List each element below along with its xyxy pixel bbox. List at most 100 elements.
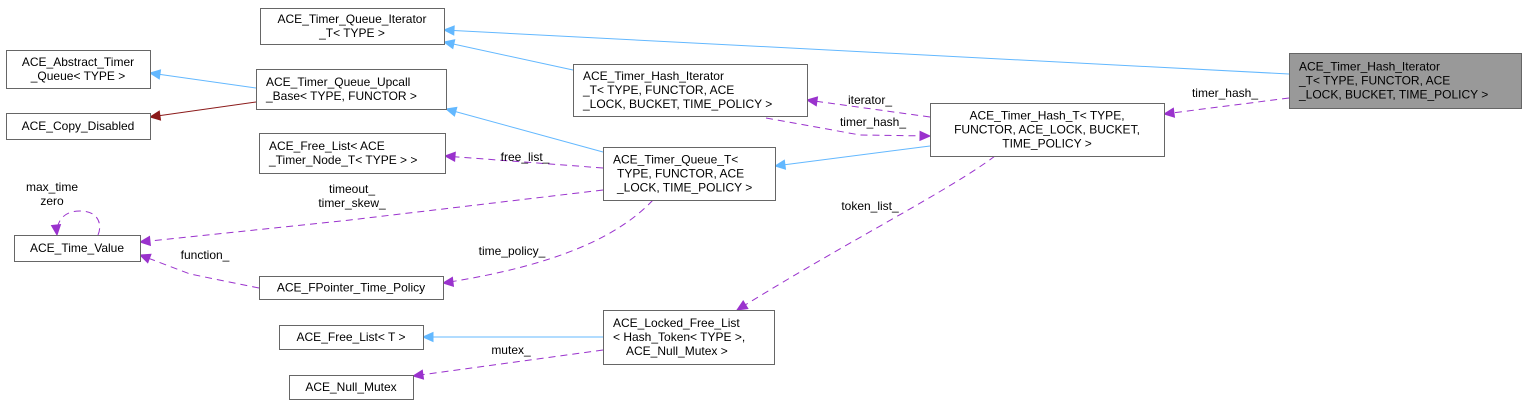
class-node-box [573, 64, 808, 117]
arrowhead-icon [411, 369, 425, 380]
edge-line [444, 155, 604, 169]
class-node-lfl[interactable]: ACE_Locked_Free_List< Hash_Token< TYPE >… [603, 310, 775, 365]
edge-line [149, 72, 257, 89]
edge-tv-to-tv [50, 210, 101, 237]
edge-line [1163, 97, 1290, 115]
class-node-fl-t[interactable]: ACE_Free_List< T > [279, 325, 424, 350]
edge-thi-inner-to-th [765, 117, 932, 142]
edge-label: timer_hash_ [840, 115, 906, 129]
class-node-label: ACE_Null_Mutex > [626, 344, 728, 358]
class-node-thi-main[interactable]: ACE_Timer_Hash_Iterator_T< TYPE, FUNCTOR… [1289, 53, 1522, 109]
class-node-label: ACE_Free_List< T > [297, 330, 406, 344]
class-node-label: TYPE, FUNCTOR, ACE [617, 167, 744, 181]
class-node-box [14, 235, 141, 262]
edge-tqub-to-cd [148, 101, 257, 121]
class-node-box [6, 113, 151, 140]
class-node-cd[interactable]: ACE_Copy_Disabled [6, 113, 151, 140]
class-node-label: _T< TYPE, FUNCTOR, ACE [1298, 74, 1450, 88]
edge-label: timer_hash_ [1192, 86, 1258, 100]
class-node-label: _LOCK, BUCKET, TIME_POLICY > [582, 97, 772, 111]
edge-line [149, 101, 257, 118]
class-node-box [289, 375, 414, 400]
arrowhead-icon [442, 39, 456, 50]
arrowhead-icon [444, 106, 458, 117]
arrowhead-icon [442, 25, 455, 36]
edge-line [442, 199, 654, 284]
edge-th-to-tq [773, 145, 931, 170]
class-node-box [256, 69, 447, 110]
arrowhead-icon [735, 300, 749, 311]
edge-th-to-thi-inner [805, 96, 931, 118]
edge-thi-inner-to-tqi [442, 39, 574, 71]
class-node-box [259, 276, 444, 300]
edge-labels-layer: iterator_ timer_hash_ timer_hash_ free_list… [26, 86, 1258, 357]
class-node-atq[interactable]: ACE_Abstract_Timer_Queue< TYPE > [6, 50, 151, 89]
edge-th-to-lfl [735, 155, 996, 311]
edge-label: token_list_ [841, 199, 899, 213]
class-node-nm[interactable]: ACE_Null_Mutex [289, 375, 414, 400]
class-node-tq[interactable]: ACE_Timer_Queue_T<TYPE, FUNCTOR, ACE_LOC… [603, 147, 776, 201]
class-node-fptp[interactable]: ACE_FPointer_Time_Policy [259, 276, 444, 300]
edge-label: time_policy_ [479, 244, 546, 258]
arrowhead-icon [773, 159, 787, 170]
class-node-label: _LOCK, BUCKET, TIME_POLICY > [1298, 88, 1488, 102]
arrowhead-icon [805, 96, 819, 107]
edge-line [445, 108, 604, 153]
class-node-label: TIME_POLICY > [1002, 137, 1091, 151]
edge-thi-main-to-th [1162, 97, 1290, 118]
edge-line [774, 145, 931, 167]
class-node-th[interactable]: ACE_Timer_Hash_T< TYPE,FUNCTOR, ACE_LOCK… [930, 103, 1165, 157]
arrowhead-icon [148, 110, 162, 121]
edge-tqub-to-atq [148, 69, 257, 89]
class-node-label: ACE_Locked_Free_List [613, 316, 740, 330]
edge-label: iterator_ [848, 93, 892, 107]
edge-label: max_time [26, 180, 78, 194]
edge-line [443, 29, 1290, 75]
edge-thi-main-to-tqi [442, 25, 1290, 75]
edge-line [412, 349, 604, 377]
class-node-box [930, 103, 1165, 157]
class-node-label: ACE_Timer_Queue_T< [613, 153, 738, 167]
class-node-box [260, 8, 445, 45]
edge-label: mutex_ [491, 343, 531, 357]
class-node-tv[interactable]: ACE_Time_Value [14, 235, 141, 262]
edge-line [736, 155, 996, 311]
edge-label: function_ [181, 248, 230, 262]
class-node-label: ACE_Timer_Hash_Iterator [1299, 60, 1440, 74]
class-node-label: < Hash_Token< TYPE >, [613, 330, 745, 344]
class-node-box [603, 310, 775, 365]
arrowhead-icon [138, 235, 151, 247]
edge-lfl-to-nm [411, 349, 604, 380]
edge-label: timeout_ [329, 182, 375, 196]
class-node-label: _Timer_Node_T< TYPE > > [268, 153, 417, 167]
class-node-label: _T< TYPE, FUNCTOR, ACE [582, 83, 734, 97]
edge-line [443, 41, 574, 71]
arrowhead-icon [50, 224, 62, 237]
class-node-label: ACE_Abstract_Timer [22, 55, 134, 69]
arrowhead-icon [1162, 107, 1176, 118]
class-node-label: ACE_Timer_Hash_T< TYPE, [969, 109, 1124, 123]
class-node-thi-inner[interactable]: ACE_Timer_Hash_Iterator_T< TYPE, FUNCTOR… [573, 64, 808, 117]
class-node-label: ACE_Copy_Disabled [22, 119, 135, 133]
class-node-fl-node[interactable]: ACE_Free_List< ACE_Timer_Node_T< TYPE > … [259, 133, 446, 174]
class-node-box [6, 50, 151, 89]
edge-line [806, 99, 931, 118]
class-node-label: ACE_Time_Value [30, 241, 124, 255]
arrowhead-icon [148, 69, 162, 80]
edge-label: zero [40, 194, 64, 208]
class-node-box [259, 133, 446, 174]
class-node-tqub[interactable]: ACE_Timer_Queue_Upcall_Base< TYPE, FUNCT… [256, 69, 447, 110]
class-node-label: ACE_Free_List< ACE [269, 139, 385, 153]
edge-label: timer_skew_ [318, 196, 386, 210]
class-node-tqi[interactable]: ACE_Timer_Queue_Iterator_T< TYPE > [260, 8, 445, 45]
edge-label: free_list_ [501, 150, 550, 164]
arrowhead-icon [919, 130, 932, 142]
class-node-label: ACE_Null_Mutex [305, 380, 396, 394]
arrowhead-icon [443, 151, 456, 163]
edge-tq-to-fl-node [443, 151, 604, 169]
class-node-box [603, 147, 776, 201]
class-node-label: ACE_Timer_Hash_Iterator [583, 69, 724, 83]
class-node-box [279, 325, 424, 350]
edges-layer [50, 25, 1290, 380]
